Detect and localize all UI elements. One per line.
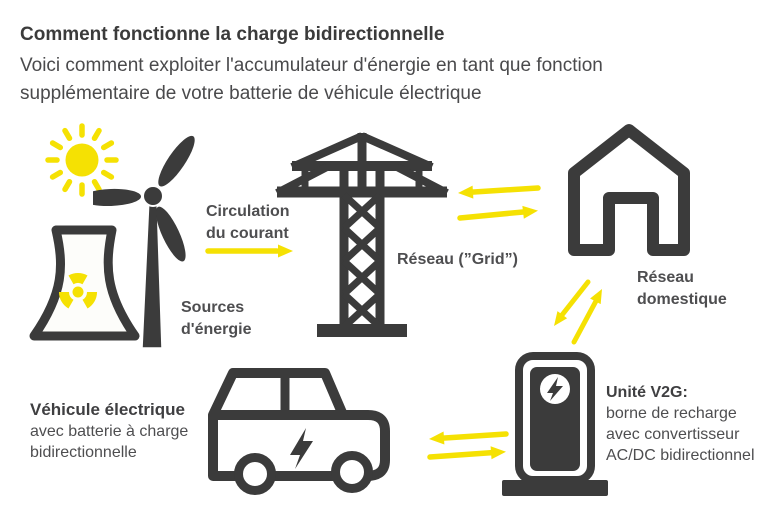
grid-label: Réseau (”Grid”) [397, 251, 518, 268]
sources-label-line1: Sources [181, 299, 245, 316]
home-network-label-line1: Réseau [637, 269, 694, 286]
v2g-charger-icon [502, 352, 608, 496]
lightning-bolt-icon [547, 377, 563, 401]
vehicle-label: Véhicule électrique avec batterie à char… [30, 399, 188, 463]
house-icon [568, 124, 690, 256]
flow-label: Circulation du courant [206, 201, 290, 245]
v2g-label-line4: AC/DC bidirectionnel [606, 447, 755, 464]
arrows-car-charger [427, 431, 509, 460]
electric-car-icon [208, 368, 390, 495]
page-title: Comment fonctionne la charge bidirection… [20, 24, 445, 45]
home-network-label-line2: domestique [637, 291, 727, 308]
arrows-grid-house [457, 185, 541, 221]
radiation-icon [58, 272, 98, 309]
wind-turbine-icon [93, 135, 195, 349]
electricity-pylon-icon [275, 132, 449, 337]
v2g-label-line1: Unité V2G: [606, 384, 688, 401]
v2g-label-line3: avec convertisseur [606, 426, 740, 443]
v2g-label-line2: borne de recharge [606, 405, 737, 422]
sun-icon [45, 123, 119, 197]
v2g-label: Unité V2G: borne de recharge avec conver… [606, 382, 755, 466]
vehicle-label-line3: bidirectionnelle [30, 444, 137, 461]
flow-label-line2: du courant [206, 225, 289, 242]
nuclear-plant-icon [29, 225, 140, 341]
lightning-bolt-icon [290, 428, 313, 469]
vehicle-label-line2: avec batterie à charge [30, 423, 189, 440]
home-network-label: Réseau domestique [637, 267, 727, 311]
sources-label-line2: d'énergie [181, 321, 252, 338]
sources-label: Sources d'énergie [181, 297, 252, 341]
page-subtitle: Voici comment exploiter l'accumulateur d… [20, 55, 603, 104]
arrow-sources-to-grid [205, 244, 293, 258]
flow-label-line1: Circulation [206, 203, 290, 220]
vehicle-label-line1: Véhicule électrique [30, 400, 185, 419]
arrows-house-charger [554, 279, 602, 345]
